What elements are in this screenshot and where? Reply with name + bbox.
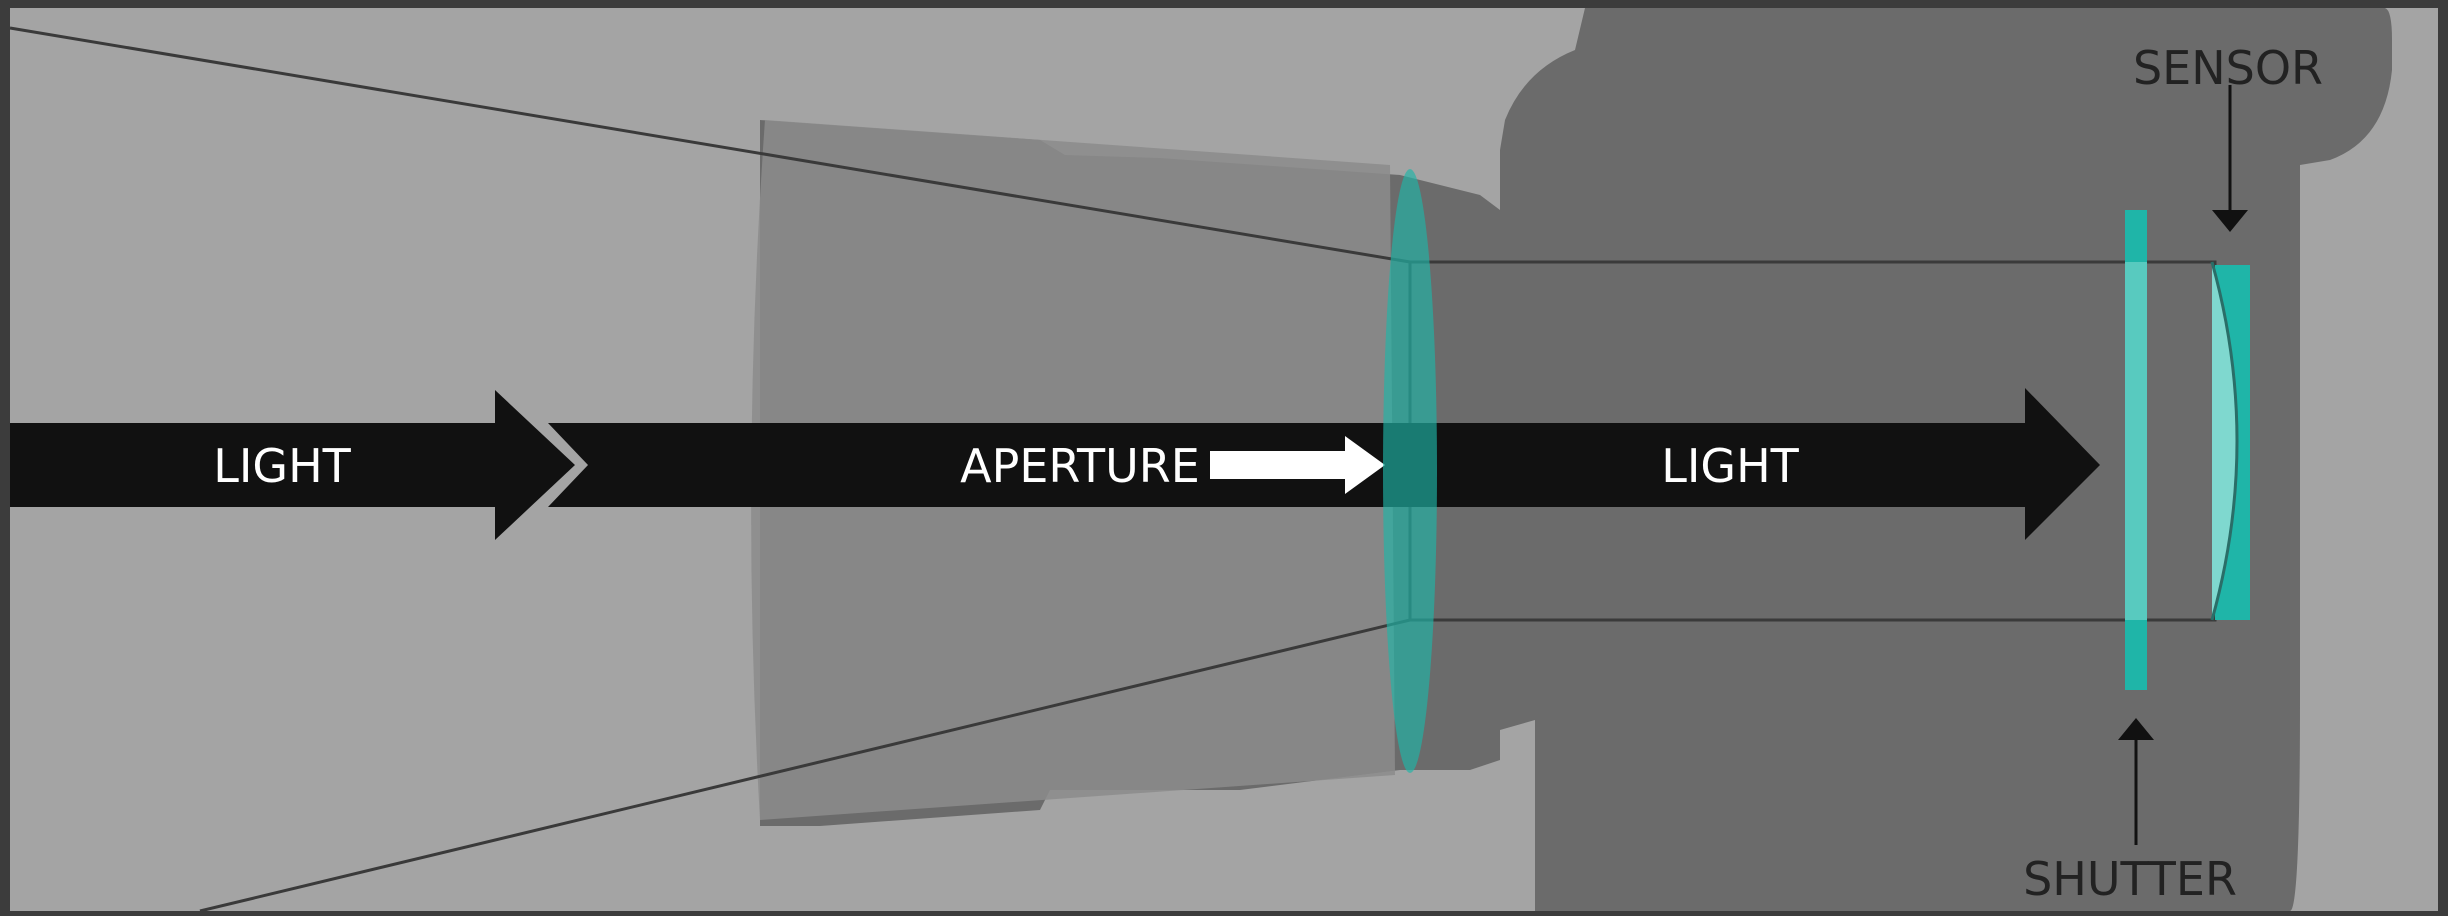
- aperture-arrow-body: [548, 423, 1405, 507]
- aperture-label: APERTURE: [960, 439, 1200, 493]
- sensor-label: SENSOR: [2133, 41, 2323, 95]
- light-arrow-out: [1405, 388, 2100, 540]
- cone-upper-line: [9, 26, 1411, 264]
- shutter-pointer: [2118, 718, 2154, 845]
- light-in-label: LIGHT: [213, 439, 351, 493]
- shutter-highlight: [2125, 262, 2147, 620]
- shutter-label: SHUTTER: [2023, 852, 2237, 906]
- lens-glass-element: [1383, 169, 1437, 773]
- light-cone: [9, 26, 1411, 913]
- sensor-pointer: [2212, 85, 2248, 232]
- light-arrow-in: [10, 390, 575, 540]
- sensor-curved-surface: [2210, 261, 2239, 621]
- cone-lower-line: [199, 618, 1411, 913]
- light-out-label: LIGHT: [1661, 439, 1799, 493]
- aperture-indicator-arrow: [1210, 436, 1385, 494]
